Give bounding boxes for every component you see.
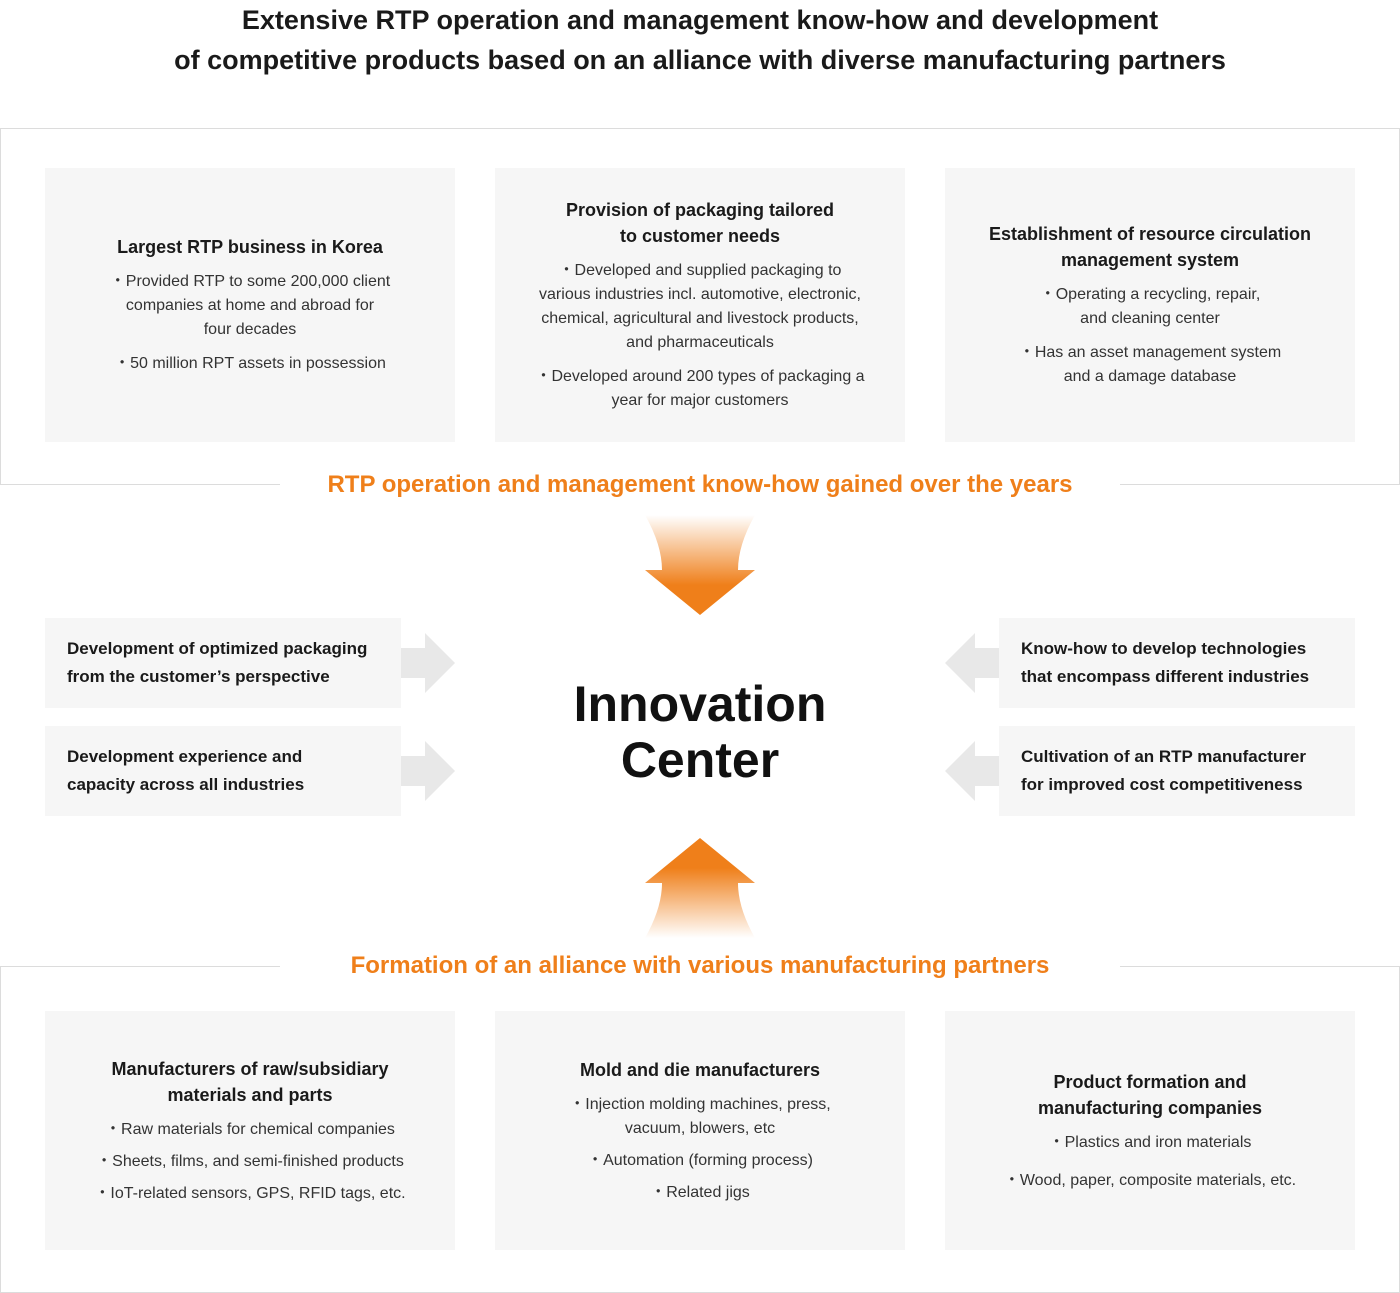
left-item-optimized-packaging: Development of optimized packaging from … (45, 618, 401, 708)
card-bullet: ・Has an asset management system and a da… (1018, 344, 1282, 385)
bottom-card-mold-die: Mold and die manufacturers ・Injection mo… (495, 1011, 905, 1250)
card-bullet: ・Plastics and iron materials (1048, 1133, 1252, 1151)
card-heading: Provision of packaging tailored to custo… (565, 200, 835, 246)
title-line-2: of competitive products based on an alli… (174, 45, 1226, 75)
card-heading: Largest RTP business in Korea (117, 237, 383, 257)
left-arrow-icon (945, 633, 999, 693)
top-card-largest-rtp: Largest RTP business in Korea ・Provided … (45, 168, 455, 442)
bottom-section-label: Formation of an alliance with various ma… (280, 946, 1120, 986)
card-bullet: ・Sheets, films, and semi-finished produc… (96, 1152, 404, 1170)
center-line-2: Center (620, 732, 780, 788)
bottom-card-product-formation: Product formation and manufacturing comp… (945, 1011, 1355, 1250)
card-bullet: ・Injection molding machines, press, vacu… (569, 1095, 831, 1137)
top-card-resource-circulation: Establishment of resource circulation ma… (945, 168, 1355, 442)
card-bullet: ・Developed around 200 types of packaging… (535, 368, 865, 409)
innovation-center-title: Innovation Center (500, 676, 900, 788)
card-bullet: ・Operating a recycling, repair, and clea… (1039, 286, 1261, 327)
card-bullet: ・Related jigs (650, 1183, 750, 1201)
down-arrow-icon (645, 515, 755, 615)
card-heading: Manufacturers of raw/subsidiary material… (111, 1058, 389, 1105)
card-bullet: ・Developed and supplied packaging to var… (539, 262, 861, 351)
page-title: Extensive RTP operation and management k… (0, 0, 1400, 80)
card-bullet: ・Wood, paper, composite materials, etc. (1003, 1171, 1297, 1189)
right-arrow-icon (401, 633, 455, 693)
right-item-cross-industry-knowhow: Know-how to develop technologies that en… (999, 618, 1355, 708)
card-heading: Product formation and manufacturing comp… (1037, 1071, 1263, 1118)
left-item-development-experience: Development experience and capacity acro… (45, 726, 401, 816)
title-line-1: Extensive RTP operation and management k… (241, 5, 1159, 35)
card-bullet: ・Provided RTP to some 200,000 client com… (109, 273, 391, 338)
top-section-label: RTP operation and management know-how ga… (280, 465, 1120, 505)
card-bullet: ・Raw materials for chemical companies (105, 1120, 395, 1138)
up-arrow-icon (645, 838, 755, 938)
right-arrow-icon (401, 741, 455, 801)
top-card-tailored-packaging: Provision of packaging tailored to custo… (495, 168, 905, 442)
card-bullet: ・Automation (forming process) (587, 1151, 813, 1169)
card-heading: Establishment of resource circulation ma… (988, 224, 1312, 270)
center-line-1: Innovation (573, 676, 827, 732)
right-item-rtp-manufacturer: Cultivation of an RTP manufacturer for i… (999, 726, 1355, 816)
card-bullet: ・50 million RPT assets in possession (114, 355, 386, 372)
card-bullet: ・IoT-related sensors, GPS, RFID tags, et… (94, 1184, 406, 1202)
card-heading: Mold and die manufacturers (579, 1059, 821, 1080)
left-arrow-icon (945, 741, 999, 801)
bottom-card-raw-materials: Manufacturers of raw/subsidiary material… (45, 1011, 455, 1250)
